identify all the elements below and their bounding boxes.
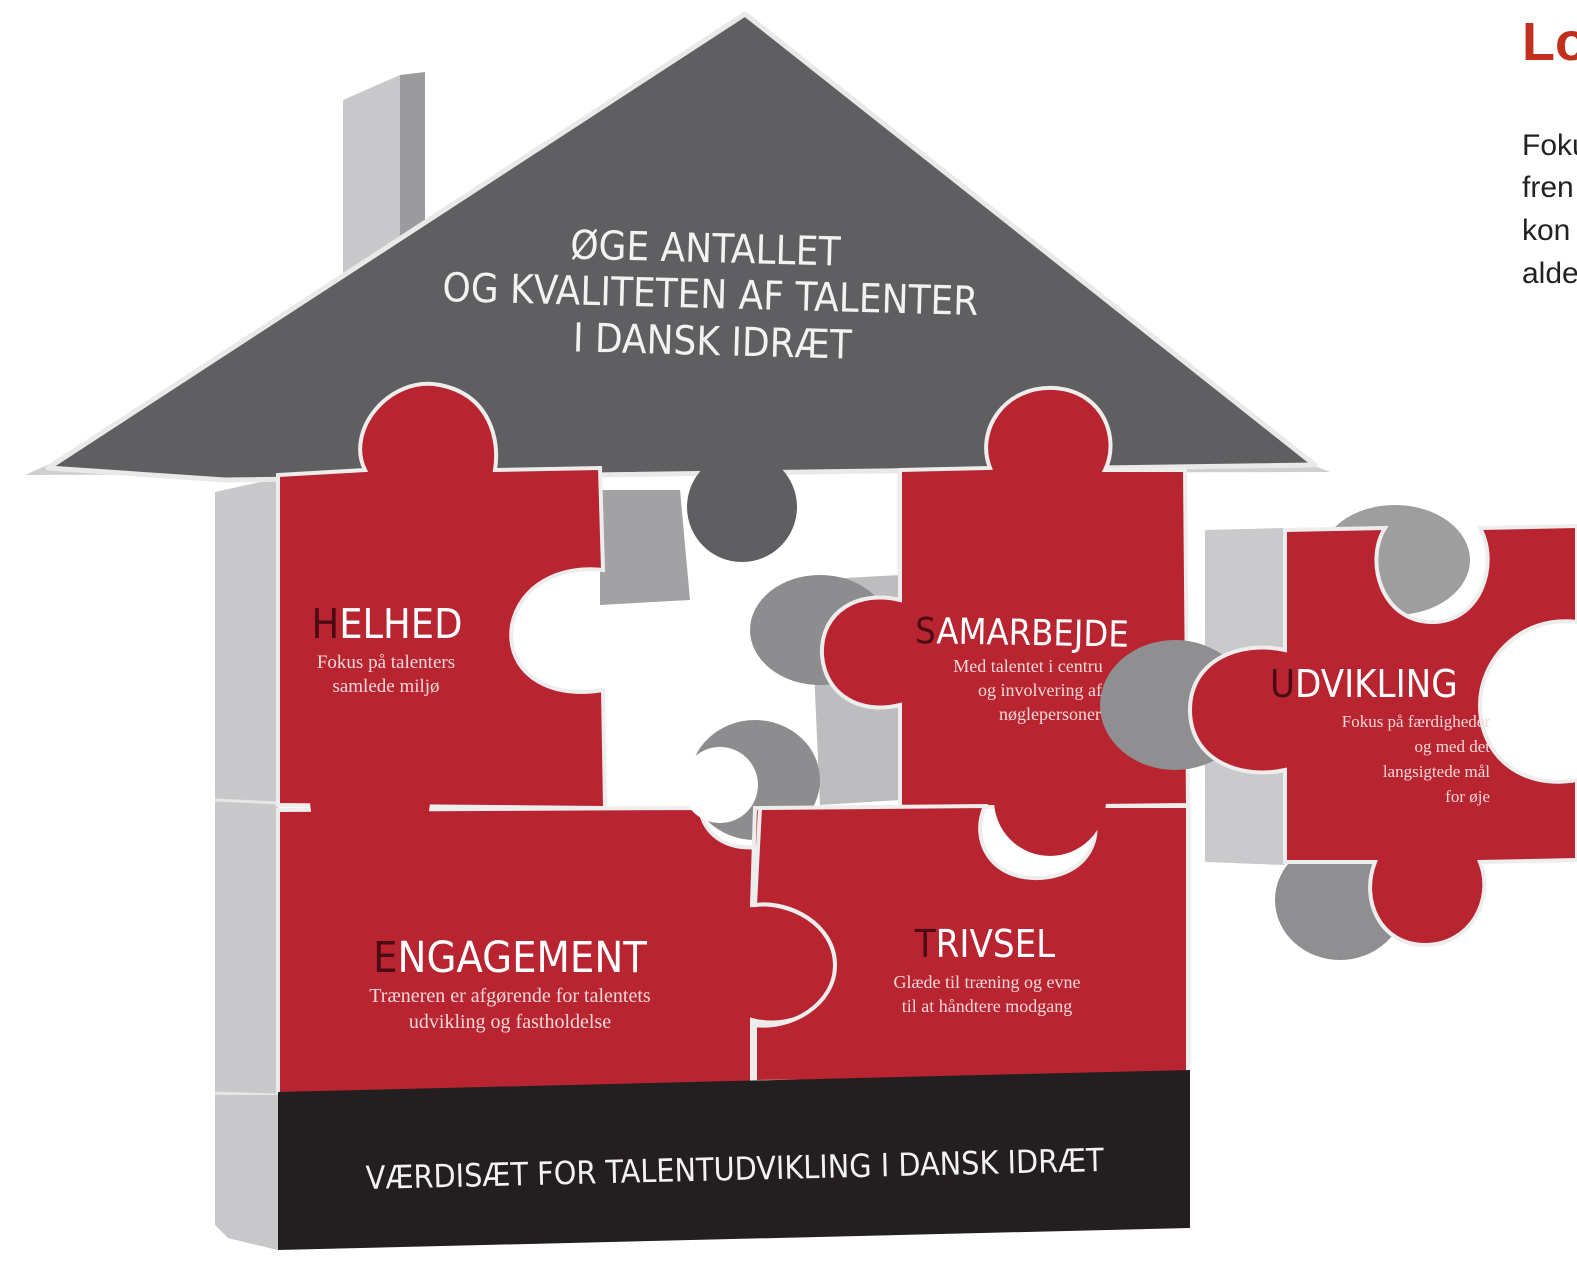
udvikling-title: DVIKLING — [1295, 662, 1458, 706]
udvikling-line-2: og med det — [1414, 737, 1490, 756]
piece-helhed — [276, 381, 608, 811]
trivsel-line-1: Glæde til træning og evne — [894, 972, 1081, 992]
trivsel-title: RIVSEL — [936, 922, 1056, 966]
paragraph-line-3: kon — [1522, 214, 1570, 247]
house-left-side — [215, 478, 278, 1250]
svg-text:UDVIKLING: UDVIKLING — [1270, 662, 1458, 706]
engagement-line-2: udvikling og fastholdelse — [409, 1011, 611, 1033]
helhed-line-2: samlede miljø — [332, 676, 439, 697]
samarbejde-line-3: nøglepersoner — [999, 704, 1101, 724]
svg-text:TRIVSEL: TRIVSEL — [914, 922, 1055, 966]
samarbejde-line-1: Med talentet i centru — [953, 656, 1102, 676]
foundation — [278, 1070, 1190, 1250]
chimney — [343, 75, 400, 282]
udvikling-line-3: langsigtede mål — [1383, 762, 1490, 781]
svg-text:I DANSK IDRÆT: I DANSK IDRÆT — [572, 315, 853, 368]
paragraph-line-1: Foku — [1522, 129, 1577, 162]
section-title-fragment: Lo — [1522, 12, 1577, 72]
samarbejde-line-2: og involvering af — [978, 680, 1102, 700]
udvikling-line-4: for øje — [1445, 787, 1490, 806]
udvikling-line-1: Fokus på færdigheder — [1342, 712, 1491, 731]
roof — [45, 11, 1318, 483]
samarbejde-title: AMARBEJDE — [936, 611, 1129, 655]
trivsel-initial: T — [914, 922, 936, 966]
engagement-initial: E — [373, 933, 397, 983]
engagement-title: NGAGEMENT — [398, 933, 648, 983]
samarbejde-initial: S — [915, 611, 937, 652]
helhed-title: ELHED — [339, 600, 462, 648]
foundation-side — [228, 1095, 278, 1250]
piece-udvikling — [1187, 523, 1577, 948]
paragraph-line-4: alde — [1522, 257, 1577, 290]
udvikling-initial: U — [1270, 662, 1295, 706]
helhed-initial: H — [311, 600, 339, 648]
roof-line-3: I DANSK IDRÆT — [572, 315, 853, 368]
trivsel-line-2: til at håndtere modgang — [902, 996, 1072, 1016]
svg-text:ENGAGEMENT: ENGAGEMENT — [373, 933, 647, 983]
engagement-line-1: Træneren er afgørende for talentets — [369, 985, 651, 1007]
svg-text:SAMARBEJDE: SAMARBEJDE — [915, 611, 1129, 656]
svg-text:HELHED: HELHED — [311, 600, 462, 648]
paragraph-line-2: fren — [1522, 171, 1574, 204]
helhed-line-1: Fokus på talenters — [317, 652, 455, 673]
roof-line-1: ØGE ANTALLET — [570, 222, 842, 275]
piece-samarbejde — [819, 385, 1191, 811]
svg-text:ØGE ANTALLET: ØGE ANTALLET — [570, 222, 842, 275]
